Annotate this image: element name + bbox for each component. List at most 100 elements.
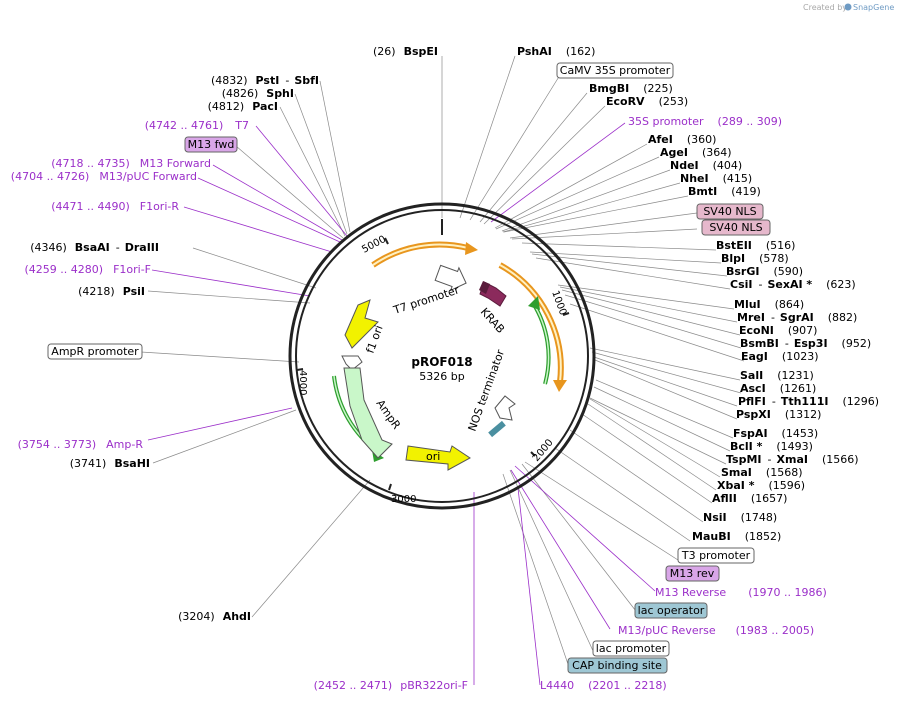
enzyme-label: FspAI(1453): [733, 427, 818, 440]
enzyme-label: MauBI(1852): [692, 530, 781, 543]
leader-lines: [140, 55, 745, 671]
enzyme-label: EcoNI(907): [739, 324, 817, 337]
tick-3000: 3000: [391, 494, 416, 505]
primer-label: M13/pUC Reverse(1983 .. 2005): [618, 624, 814, 637]
ampr-promoter-box: [47, 343, 143, 360]
ampr-promoter-label: AmpR promoter: [51, 345, 139, 358]
enzyme-label: (3204)AhdI: [178, 610, 251, 623]
green-arc-right-core: [532, 302, 550, 385]
enzyme-label: NsiI(1748): [703, 511, 777, 524]
enzyme-label: BlpI(578): [721, 252, 789, 265]
lac-operator-box: [634, 602, 708, 619]
primer-label: (4718 .. 4735)M13 Forward: [51, 157, 211, 170]
primer-label: (2452 .. 2471)pBR322ori-F: [314, 679, 468, 692]
t7-promoter-label: T7 promoter: [391, 283, 461, 317]
camv-box: [556, 62, 674, 79]
enzyme-label: PflFI-Tth111I(1296): [738, 395, 879, 408]
boxed-feature-labels: CaMV 35S promoter SV40 NLS SV40 NLS M13 …: [47, 62, 771, 674]
enzyme-label: EcoRV(253): [606, 95, 688, 108]
krab-label: KRAB: [478, 305, 507, 336]
enzyme-label: TspMI-XmaI(1566): [726, 453, 859, 466]
green-arc-right-head: [528, 296, 540, 310]
ori-arrow: [405, 445, 471, 471]
enzyme-label: BsrGI(590): [726, 265, 803, 278]
primer-labels: 35S promoter(289 .. 309) (4742 .. 4761)T…: [11, 115, 827, 692]
lac-promoter-label: lac promoter: [596, 642, 667, 655]
enzyme-label: EagI(1023): [741, 350, 818, 363]
enzyme-label: SalI(1231): [740, 369, 814, 382]
tick-5000: 5000: [360, 234, 388, 256]
position-ticks: [296, 237, 570, 491]
cds-arc-top-head: [465, 242, 478, 255]
enzyme-label: (4346)BsaAI-DraIII: [30, 241, 159, 254]
ampr-label: AmpR: [374, 397, 404, 432]
plasmid-size: 5326 bp: [419, 370, 464, 383]
small-white-arrow: [341, 355, 363, 371]
t3-promoter-box: [677, 547, 755, 564]
primer-label: L4440(2201 .. 2218): [540, 679, 667, 692]
enzyme-label: AflII(1657): [712, 492, 787, 505]
snapgene-credit: Created by SnapGene: [803, 3, 894, 12]
sv40-nls-label-2: SV40 NLS: [709, 221, 762, 234]
cds-arc-right-core: [499, 264, 562, 383]
sv40-nls-label-1: SV40 NLS: [703, 205, 756, 218]
t3-promoter-label: T3 promoter: [681, 549, 751, 562]
tick-1000: 1000: [549, 289, 568, 317]
svg-text:SnapGene: SnapGene: [853, 3, 894, 12]
cds-arc-top: [371, 241, 469, 268]
enzyme-label: (4218)PsiI: [78, 285, 145, 298]
enzyme-label: (4826)SphI: [222, 87, 294, 100]
enzyme-label: AscI(1261): [740, 382, 816, 395]
tick-4000: 4000: [297, 370, 308, 395]
krab-small-marker: [479, 281, 490, 294]
camv-35s-promoter-label: CaMV 35S promoter: [560, 64, 671, 77]
enzyme-label: BmgBI(225): [589, 82, 673, 95]
f1-ori-arrow: [344, 299, 379, 349]
enzyme-label: XbaI *(1596): [717, 479, 805, 492]
enzyme-label: (3741)BsaHI: [70, 457, 150, 470]
m13-fwd-box: [184, 136, 238, 153]
sv40-box-1: [696, 203, 764, 220]
enzyme-label: PshAI(162): [517, 45, 595, 58]
primer-label: (4259 .. 4280)F1ori-F: [25, 263, 152, 276]
plasmid-name: pROF018: [411, 355, 472, 369]
cap-binding-site-label: CAP binding site: [572, 659, 662, 672]
enzyme-label: BstEII(516): [716, 239, 795, 252]
enzyme-label: PspXI(1312): [736, 408, 821, 421]
sv40-box-2: [701, 219, 771, 236]
primer-label: M13 Reverse(1970 .. 1986): [655, 586, 827, 599]
left-enzyme-labels: (26)BspEI (4832)PstI-SbfI (4826)SphI (48…: [30, 45, 438, 623]
backbone-outer: [288, 202, 596, 510]
enzyme-label: CsiI-SexAI *(623): [730, 278, 856, 291]
m13-fwd-label: M13 fwd: [188, 138, 235, 151]
cds-arc-top-core: [372, 243, 469, 266]
enzyme-label: MluI(864): [734, 298, 804, 311]
lac-promoter-box: [592, 640, 670, 657]
ori-label: ori: [426, 450, 440, 463]
lac-operator-label: lac operator: [638, 604, 705, 617]
cap-binding-box: [567, 657, 668, 674]
enzyme-label: (26)BspEI: [373, 45, 438, 58]
nos-marker: [488, 420, 506, 438]
m13-rev-box: [665, 565, 720, 582]
primer-label: (4471 .. 4490)F1ori-R: [51, 200, 179, 213]
enzyme-label: NdeI(404): [670, 159, 742, 172]
primer-label: 35S promoter(289 .. 309): [628, 115, 782, 128]
nos-terminator-arrow: [494, 395, 516, 421]
enzyme-label: MreI-SgrAI(882): [737, 311, 857, 324]
cds-arc-right-head: [553, 380, 567, 392]
snapgene-logo-icon: [844, 3, 852, 11]
svg-text:Created by: Created by: [803, 3, 847, 12]
enzyme-label: AgeI(364): [660, 146, 732, 159]
m13-rev-label: M13 rev: [670, 567, 715, 580]
t7-promoter-arrow: [434, 264, 467, 292]
enzyme-label: (4812)PacI: [208, 100, 278, 113]
enzyme-label: AfeI(360): [648, 133, 716, 146]
primer-label: (4742 .. 4761)T7: [145, 119, 249, 132]
enzyme-label: BsmBI-Esp3I(952): [740, 337, 871, 350]
enzyme-label: NheI(415): [680, 172, 752, 185]
right-enzyme-labels: PshAI(162) BmgBI(225) EcoRV(253) AfeI(36…: [517, 45, 879, 543]
primer-label: (4704 .. 4726)M13/pUC Forward: [11, 170, 197, 183]
enzyme-label: BclI *(1493): [730, 440, 813, 453]
